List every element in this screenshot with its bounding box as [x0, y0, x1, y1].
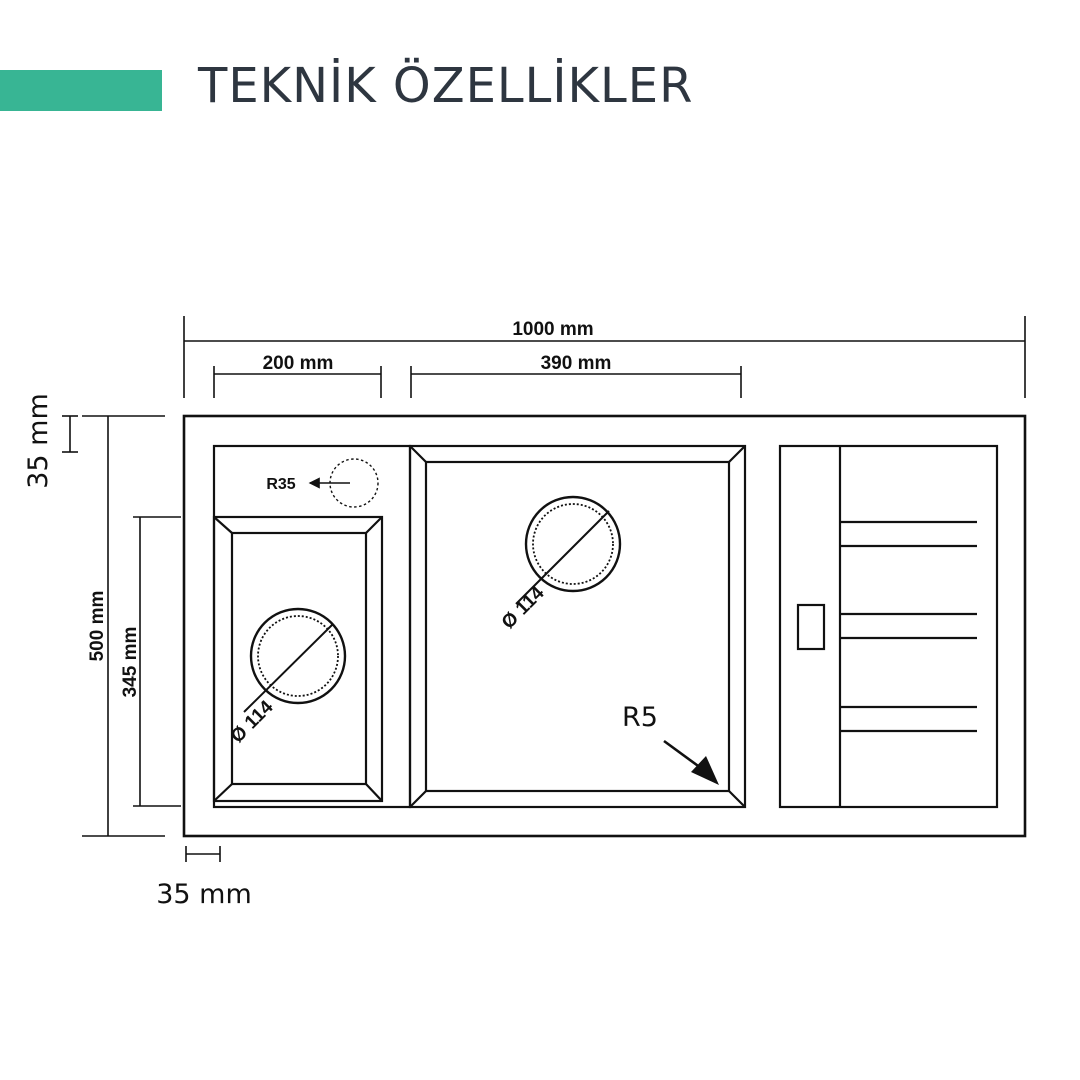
total-width-label: 1000 mm — [512, 319, 593, 340]
side-margin-dimension — [185, 846, 221, 862]
large-bowl-drain — [515, 495, 622, 605]
small-bowl-depth-dimension — [133, 516, 181, 807]
tap-hole — [796, 603, 826, 651]
large-drain-diameter-label: Ø 114 — [498, 582, 549, 633]
corner-radius-circle — [329, 458, 379, 508]
small-bowl-depth-label: 345 mm — [120, 627, 141, 698]
top-margin-dimension — [62, 415, 165, 453]
page-title: TEKNİK ÖZELLİKLER — [198, 58, 694, 114]
header-accent-bar — [0, 70, 162, 111]
sink-outline — [182, 414, 1027, 838]
r5-label: R5 — [622, 702, 658, 733]
small-bowl-width-dimension — [213, 366, 382, 398]
small-bowl — [212, 444, 412, 809]
top-margin-label: 35 mm — [23, 393, 54, 489]
total-depth-label: 500 mm — [87, 591, 108, 662]
side-margin-label: 35 mm — [156, 879, 252, 910]
small-bowl-width-label: 200 mm — [263, 353, 334, 374]
r5-arrowhead — [691, 756, 719, 785]
total-depth-dimension — [82, 416, 165, 837]
small-bowl-drain — [243, 607, 347, 713]
drainer-board — [778, 444, 999, 809]
total-width-dimension — [183, 316, 1026, 398]
r35-label: R35 — [266, 476, 295, 493]
large-bowl-width-dimension — [410, 366, 742, 398]
large-bowl — [408, 444, 747, 809]
large-bowl-width-label: 390 mm — [541, 353, 612, 374]
